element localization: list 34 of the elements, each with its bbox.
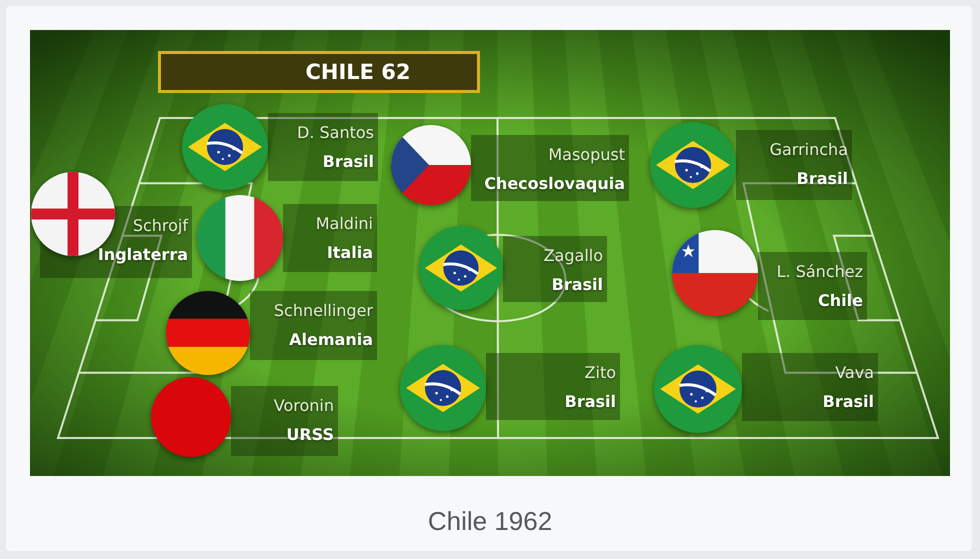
player-name: Masopust [548, 144, 625, 166]
country-name: Checoslovaquia [484, 173, 625, 195]
player-name: Maldini [316, 213, 373, 235]
country-name: Brasil [322, 151, 374, 173]
caption: Chile 1962 [428, 506, 552, 536]
country-name: Italia [326, 242, 373, 264]
player-name: Vava [835, 362, 874, 384]
title-banner: CHILE 62 [158, 51, 480, 93]
country-name: Brasil [564, 391, 616, 413]
player-card [250, 291, 377, 360]
player-card [231, 386, 338, 456]
player-name: Schrojf [132, 215, 188, 237]
country-name: Inglaterra [98, 244, 188, 266]
country-name: URSS [286, 424, 334, 446]
player-card [503, 236, 607, 302]
player-name: Voronin [274, 395, 334, 417]
player-card [742, 353, 878, 421]
player-card [758, 252, 867, 320]
player-card [486, 353, 620, 420]
player-name: Zagallo [544, 245, 603, 267]
country-name: Brasil [822, 391, 874, 413]
player-card [736, 130, 852, 200]
player-name: Schnellinger [274, 300, 373, 322]
country-name: Brasil [796, 168, 848, 190]
country-name: Chile [818, 290, 863, 312]
player-card [283, 204, 377, 272]
player-card [471, 135, 629, 201]
player-name: L. Sánchez [776, 261, 863, 283]
country-name: Alemania [289, 329, 373, 351]
player-name: Garrincha [770, 139, 848, 161]
player-name: D. Santos [297, 122, 374, 144]
country-name: Brasil [552, 274, 603, 296]
player-card [268, 113, 378, 181]
player-name: Zito [584, 362, 616, 384]
